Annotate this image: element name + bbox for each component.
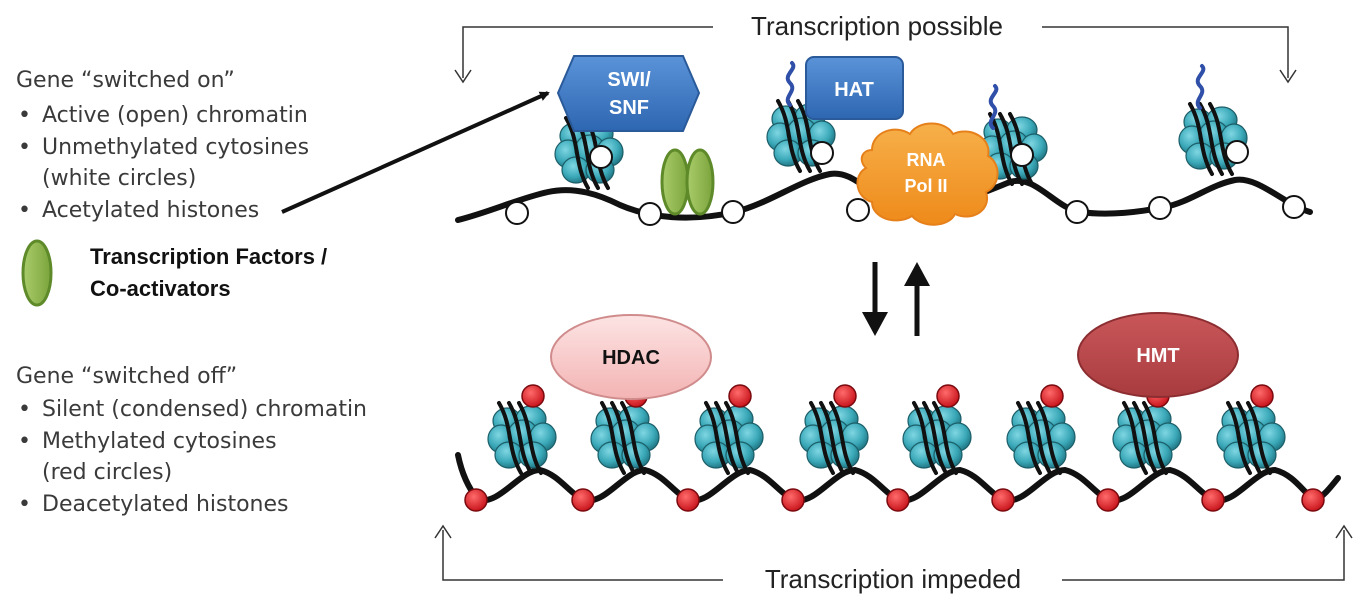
acetyl-tail [785,61,796,107]
unmethylated-cytosine [505,201,529,225]
methylated-cytosine [728,384,752,408]
nucleosome [799,401,869,475]
hmt-enzyme: HMT [1077,312,1239,398]
switched-on-heading: Gene “switched on” [16,68,235,93]
bottom-bracket-right-arrowhead [1335,524,1353,539]
switched-on-item: (white circles) [42,166,197,191]
unmethylated-cytosine [638,202,662,226]
switched-off-item: (red circles) [42,460,173,485]
nucleosome [1112,401,1182,475]
acetyl-tail [1195,64,1206,110]
pointer-arrow [281,91,550,214]
hat-label: HAT [834,79,874,101]
top-bracket [462,26,1289,78]
methylated-cytosine [676,488,700,512]
unmethylated-cytosine [1225,140,1249,164]
methylated-cytosine [1301,488,1325,512]
condensed-nucleosomes [487,401,1286,475]
nucleosome [694,401,764,475]
methylated-cytosine [1250,384,1274,408]
unmethylated-cytosine [1148,196,1172,220]
tf-legend-line: Co-activators [90,276,231,301]
rna-pol-label-line1: RNA [907,150,946,170]
unmethylated-cytosine [1065,200,1089,224]
transcription-factor-legend-icon [21,239,53,307]
methylated-cytosine [464,488,488,512]
methylated-cytosine [781,488,805,512]
unmethylated-cytosines [505,140,1306,226]
bottom-bracket [442,530,1345,581]
switched-on-item: Active (open) chromatin [16,100,309,132]
unmethylated-cytosine [846,198,870,222]
top-state-label: Transcription possible [751,11,1003,41]
unmethylated-cytosine [721,200,745,224]
nucleosome [1216,401,1286,475]
nucleosome [902,401,972,475]
methylated-cytosine [521,384,545,408]
nucleosome [1006,401,1076,475]
unmethylated-cytosine [1282,195,1306,219]
switched-on-item: Acetylated histones [16,195,309,227]
methylated-cytosine [1201,488,1225,512]
bottom-bracket-left-arrowhead [434,524,452,539]
switched-on-item: Unmethylated cytosines [16,132,309,164]
swi-snf-label-line2: SNF [609,97,649,119]
unmethylated-cytosine [589,145,613,169]
bottom-state-label: Transcription impeded [765,564,1021,594]
switched-on-list: Active (open) chromatin Unmethylated cyt… [16,100,309,226]
methylated-cytosine [991,488,1015,512]
methylated-cytosine [833,384,857,408]
switched-off-item: Deacetylated histones [16,489,367,521]
hat-enzyme: HAT [805,56,904,120]
top-bracket-right-arrowhead [1279,69,1297,84]
methylated-cytosine [571,488,595,512]
nucleosome [590,401,660,475]
transcription-factor-legend-label: Transcription Factors / Co-activators [90,241,327,305]
nucleosome [487,401,557,475]
swi-snf-label-line1: SWI/ [607,69,651,91]
acetyl-tail [988,84,999,130]
methylated-cytosine [936,384,960,408]
hmt-label: HMT [1136,345,1179,367]
switched-off-item: Methylated cytosines [16,426,367,458]
switched-off-heading: Gene “switched off” [16,364,238,389]
switched-off-list: Silent (condensed) chromatin Methylated … [16,394,367,520]
unmethylated-cytosine [1010,143,1034,167]
rna-pol-ii: RNA Pol II [856,122,999,226]
equilibrium-arrows [862,262,930,336]
hdac-label: HDAC [602,347,660,369]
tf-legend-line: Transcription Factors / [90,244,328,269]
transcription-factors [660,148,715,216]
unmethylated-cytosine [810,141,834,165]
methylated-cytosine [886,488,910,512]
rna-pol-label-line2: Pol II [904,176,947,196]
methylated-cytosine [1040,384,1064,408]
top-bracket-left-arrowhead [454,69,472,84]
methylated-cytosine [1096,488,1120,512]
hdac-enzyme: HDAC [550,314,712,400]
swi-snf-complex: SWI/ SNF [556,55,701,132]
switched-off-item: Silent (condensed) chromatin [16,394,367,426]
